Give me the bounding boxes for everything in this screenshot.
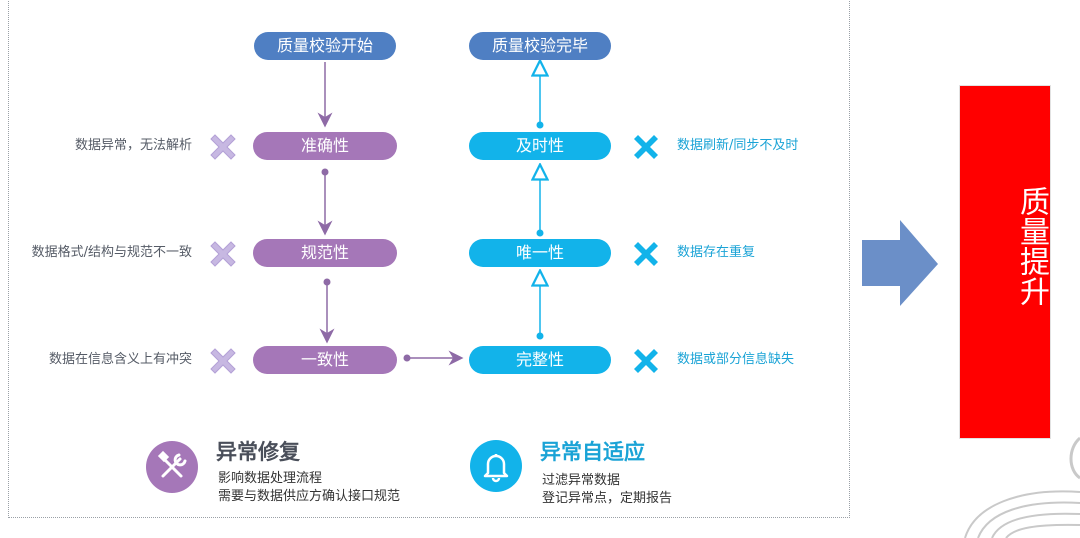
decorative-ring-icon <box>1069 436 1080 480</box>
cross-connector <box>403 350 464 366</box>
flow-start-node: 质量校验开始 <box>254 32 396 60</box>
quality-improvement-text: 质量提升 <box>1014 186 1049 306</box>
feature-adaptive-title: 异常自适应 <box>540 440 645 464</box>
issue-timeliness: 数据刷新/同步不及时 <box>677 138 799 153</box>
diagram-frame <box>8 0 850 518</box>
issue-standardization: 数据格式/结构与规范不一致 <box>31 245 192 260</box>
cross-icon <box>634 135 658 159</box>
check-standardization: 规范性 <box>253 239 397 267</box>
wrench-screwdriver-icon <box>146 441 198 493</box>
cross-icon <box>210 348 236 374</box>
cross-icon <box>210 134 236 160</box>
cross-icon <box>634 349 658 373</box>
bell-icon <box>470 440 522 492</box>
check-uniqueness: 唯一性 <box>469 239 611 267</box>
right-connector-2 <box>537 172 544 237</box>
big-arrow-icon <box>862 220 938 306</box>
feature-adaptive-line-1: 过滤异常数据 <box>542 473 621 488</box>
check-timeliness: 及时性 <box>469 132 611 160</box>
right-connector-3 <box>537 68 544 129</box>
check-consistency: 一致性 <box>253 346 397 374</box>
left-connector-2 <box>317 168 333 236</box>
left-connector-3 <box>319 278 335 344</box>
check-accuracy: 准确性 <box>253 132 397 160</box>
issue-accuracy: 数据异常，无法解析 <box>74 138 192 153</box>
flow-end-node: 质量校验完毕 <box>469 32 611 60</box>
issue-completeness: 数据或部分信息缺失 <box>677 352 795 367</box>
cross-icon <box>210 241 236 267</box>
feature-adaptive-line-2: 登记异常点，定期报告 <box>542 491 673 506</box>
feature-repair-line-1: 影响数据处理流程 <box>218 471 323 486</box>
feature-repair-title: 异常修复 <box>216 440 300 464</box>
right-connector-1 <box>537 278 544 340</box>
check-completeness: 完整性 <box>469 346 611 374</box>
issue-consistency: 数据在信息含义上有冲突 <box>48 352 192 367</box>
quality-improvement-box: 质量提升 <box>960 86 1050 438</box>
decorative-arcs-icon <box>964 490 1080 538</box>
feature-repair-line-2: 需要与数据供应方确认接口规范 <box>218 489 401 504</box>
cross-icon <box>634 242 658 266</box>
issue-uniqueness: 数据存在重复 <box>677 245 756 260</box>
